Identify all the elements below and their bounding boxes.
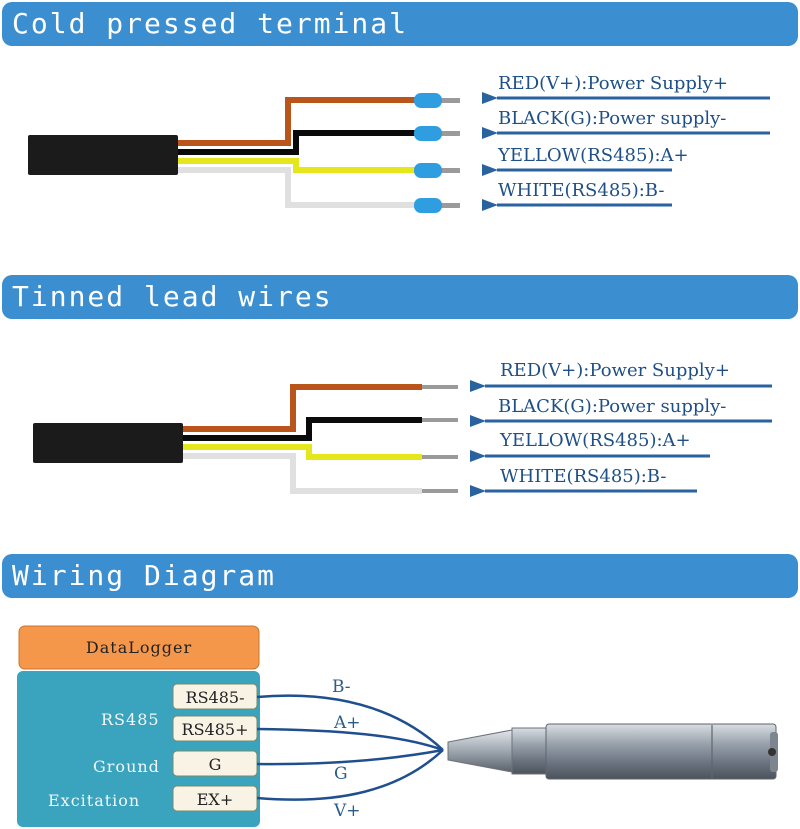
yellow-wire — [183, 444, 422, 460]
connection-label-a-plus: A+ — [333, 713, 361, 733]
terminal-rs485-minus-label: RS485- — [186, 688, 245, 707]
ferrule-white — [414, 198, 460, 213]
datalogger-header — [18, 625, 260, 670]
cable-jacket — [33, 423, 183, 463]
tinned-arrows: RED(V+):Power Supply+ BLACK(G):Power sup… — [470, 360, 772, 497]
section-title: Cold pressed terminal — [12, 7, 409, 40]
brown-wire — [183, 384, 422, 432]
section-title: Wiring Diagram — [12, 559, 277, 592]
ferrule-black — [414, 126, 460, 141]
label-black-wire: BLACK(G):Power supply- — [498, 396, 726, 417]
tinned-tip-yellow — [422, 455, 458, 459]
label-red-wire: RED(V+):Power Supply+ — [500, 360, 730, 381]
connection-label-b-minus: B- — [332, 677, 351, 697]
black-wire — [178, 130, 418, 155]
connection-label-v-plus: V+ — [333, 801, 361, 821]
connection-label-g: G — [334, 764, 348, 784]
ferrule-yellow — [414, 163, 460, 178]
tinned-tip-white — [422, 489, 458, 493]
white-wire — [178, 167, 418, 208]
connection-wires: B- A+ G V+ — [256, 677, 444, 821]
wire-a-plus — [256, 727, 444, 752]
tinned-tip-red — [422, 385, 458, 389]
datalogger: DataLogger RS485 Ground Excitation RS485… — [17, 625, 260, 827]
yellow-wire — [178, 158, 418, 173]
sensor-body — [545, 723, 777, 780]
section-banner-cold-pressed: Cold pressed terminal — [2, 2, 798, 46]
ferrule-red — [414, 93, 460, 108]
group-rs485-label: RS485 — [101, 710, 160, 729]
section-banner-wiring: Wiring Diagram — [2, 554, 798, 598]
black-wire — [183, 417, 422, 441]
wire-v-plus — [256, 749, 444, 801]
brown-wire — [178, 97, 418, 146]
section-title: Tinned lead wires — [12, 280, 333, 313]
wire-g — [256, 748, 444, 766]
group-excitation-label: Excitation — [48, 791, 140, 810]
white-wire — [183, 453, 422, 494]
label-yellow-wire: YELLOW(RS485):A+ — [499, 430, 691, 451]
cold-pressed-cable — [28, 93, 460, 213]
label-white-wire: WHITE(RS485):B- — [498, 180, 664, 201]
datalogger-title: DataLogger — [86, 638, 192, 657]
sensor-vent-hole — [768, 748, 776, 756]
label-black-wire: BLACK(G):Power supply- — [498, 108, 726, 129]
terminal-rs485-plus — [172, 715, 258, 742]
sensor-probe — [447, 723, 778, 780]
cold-pressed-arrows: RED(V+):Power Supply+ BLACK(G):Power sup… — [482, 73, 770, 211]
group-ground-label: Ground — [93, 757, 160, 776]
tinned-tip-black — [422, 418, 458, 422]
tinned-cable — [33, 384, 458, 494]
cable-jacket — [28, 135, 178, 175]
terminal-ex-plus-label: EX+ — [197, 790, 233, 809]
section-banner-tinned: Tinned lead wires — [2, 275, 798, 319]
terminal-g — [172, 750, 258, 777]
sensor-collar — [511, 727, 547, 775]
label-white-wire: WHITE(RS485):B- — [500, 466, 666, 487]
wire-b-minus — [256, 694, 444, 751]
terminal-rs485-plus-label: RS485+ — [182, 720, 249, 739]
label-yellow-wire: YELLOW(RS485):A+ — [497, 145, 689, 166]
sensor-tip — [447, 729, 513, 773]
terminal-g-label: G — [209, 755, 222, 774]
label-red-wire: RED(V+):Power Supply+ — [498, 73, 728, 94]
